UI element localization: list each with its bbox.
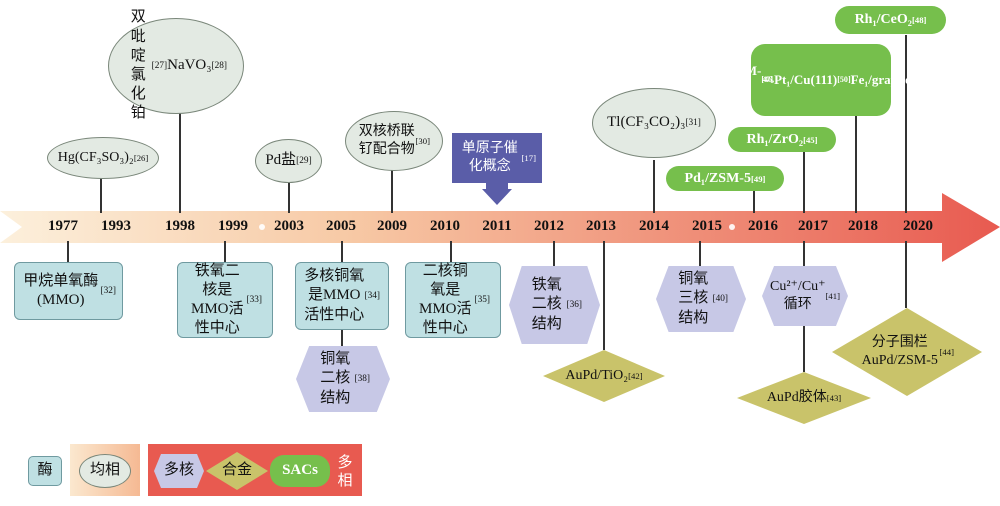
node-fe-dinuclear-structure: 铁氧二核结构[36] [509, 266, 600, 344]
node-rh1-ceo2: Rh₁/CeO₂[48] [835, 6, 946, 34]
node-cu-dinuclear-structure: 铜氧二核结构[38] [296, 346, 390, 412]
node-cu-multinuclear-mmo: 多核铜氧是MMO活性中心[34] [295, 262, 389, 330]
year-label: 2005 [326, 218, 356, 234]
legend-heterogeneous-label: 多相 [337, 455, 353, 489]
legend: 酶 均相 多核 合金 SACs 多相 [12, 444, 362, 496]
year-label: 1999 [218, 218, 248, 234]
legend-homogeneous-swatch: 均相 [79, 454, 131, 488]
legend-enzyme-swatch: 酶 [28, 456, 62, 486]
year-label: 2020 [903, 218, 933, 234]
legend-multinuclear-swatch: 多核 [154, 454, 204, 488]
down-arrow-icon [482, 183, 512, 205]
year-label: 2016 [748, 218, 778, 234]
year-label: 2010 [430, 218, 460, 234]
node-dinuclear-ru: 双核桥联钌配合物[30] [345, 111, 443, 171]
node-rh-pt-fe-sacs: Rh₁/ZSM-5[46, 47] Pt₁/Cu(111)[50] Fe₁/gr… [705, 44, 937, 116]
year-label: 2014 [639, 218, 669, 234]
node-cu-redox-cycle: Cu²⁺/Cu⁺循环[41] [762, 266, 848, 326]
year-label: 1977 [48, 218, 78, 234]
year-label: 2003 [274, 218, 304, 234]
year-label: 2015 [692, 218, 722, 234]
node-cu-dinuclear-mmo: 二核铜氧是MMO活性中心[35] [405, 262, 501, 338]
node-bipyridine-pt: 双吡啶氯化铂[27] NaVO₃[28] [108, 9, 244, 121]
node-sac-concept: 单原子催化概念[17] [452, 133, 542, 183]
node-rh1-zro2: Rh₁/ZrO₂[45] [728, 127, 836, 152]
node-cu-trinuclear-structure: 铜氧三核结构[40] [656, 266, 746, 332]
node-fe-dinuclear-mmo: 铁氧二核是MMO活性中心[33] [177, 262, 273, 338]
year-label: 2009 [377, 218, 407, 234]
legend-sacs-swatch: SACs [270, 455, 330, 487]
year-label: 1993 [101, 218, 131, 234]
year-label: 2018 [848, 218, 878, 234]
node-pd1-zsm5: Pd₁/ZSM-5[49] [666, 166, 784, 191]
year-label: 2012 [534, 218, 564, 234]
year-label: 2013 [586, 218, 616, 234]
year-label: 1998 [165, 218, 195, 234]
node-mmo-enzyme: 甲烷单氧酶(MMO)[32] [14, 262, 123, 320]
node-thallium: Tl(CF₃CO₂)₃[31] [592, 88, 716, 158]
year-label: 2017 [798, 218, 828, 234]
node-hg-triflate: Hg(CF₃SO₃)₂[26] [47, 137, 159, 179]
year-label: 2011 [482, 218, 512, 234]
node-pd-salt: Pd盐[29] [255, 139, 322, 183]
